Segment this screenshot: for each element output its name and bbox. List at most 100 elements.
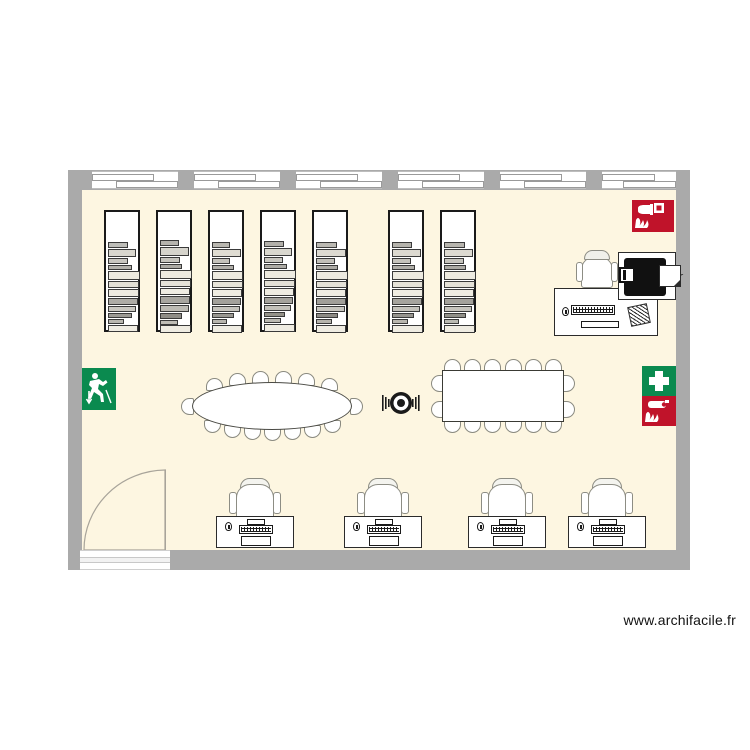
window-sash-outer (92, 174, 154, 181)
book-item (212, 325, 242, 333)
book-item (392, 319, 408, 324)
window-sash-inner (422, 181, 484, 188)
chair-seat (588, 484, 626, 520)
door-leaf (80, 557, 170, 563)
keyboard-keys (369, 527, 399, 532)
book-item (444, 258, 464, 264)
window-3 (296, 171, 382, 189)
printer-copier[interactable] (618, 252, 681, 300)
oval-conference-table[interactable] (192, 382, 352, 430)
workstation-mouse (577, 522, 584, 531)
workstation-monitor (499, 519, 517, 525)
book-item (212, 281, 243, 288)
bookshelf-2[interactable] (156, 210, 192, 333)
bookshelf-7[interactable] (440, 210, 476, 333)
workstation-keyboard (491, 525, 525, 534)
workstation-desk[interactable] (568, 516, 646, 548)
book-item (108, 265, 132, 270)
fire-extinguisher-icon (645, 400, 669, 422)
book-item (316, 319, 332, 324)
first-aid-sign (642, 366, 676, 396)
watermark-url: www.archifacile.fr (623, 612, 736, 628)
book-item (392, 281, 423, 288)
window-sash-inner (116, 181, 178, 188)
book-item (316, 306, 345, 312)
reception-monitor (581, 321, 619, 328)
book-item (212, 289, 242, 297)
book-item (264, 248, 292, 256)
workstation-cpu (593, 536, 623, 546)
window-sash-outer (398, 174, 460, 181)
reception-chair[interactable] (576, 248, 618, 290)
window-sash-outer (500, 174, 562, 181)
reception-mouse (562, 307, 569, 316)
workstation-desk[interactable] (216, 516, 294, 548)
book-item (392, 298, 422, 305)
fire-alarm-call-point-sign (632, 200, 674, 232)
chair-armrest-left (576, 262, 583, 282)
running-man-exit-icon (85, 373, 112, 405)
book-item (316, 289, 346, 297)
book-item (160, 296, 190, 304)
workstation-cpu (369, 536, 399, 546)
workstation-monitor (247, 519, 265, 525)
window-sash-inner (622, 181, 676, 188)
workstation-1[interactable] (216, 476, 294, 548)
book-item (316, 298, 346, 305)
book-item (392, 258, 411, 264)
book-item (264, 264, 287, 269)
bookshelf-1[interactable] (104, 210, 140, 332)
workstation-cpu (493, 536, 523, 546)
book-item (264, 324, 295, 332)
book-item (212, 313, 234, 318)
window-sash-inner (320, 181, 382, 188)
keyboard-keys (493, 527, 523, 532)
book-item (108, 298, 138, 305)
bookshelf-6[interactable] (388, 210, 424, 333)
bookshelf-4[interactable] (260, 210, 296, 332)
printer-paper-tray (619, 267, 635, 283)
workstation-4[interactable] (568, 476, 646, 548)
reception-keyboard (571, 305, 615, 315)
book-item (316, 281, 347, 288)
workstation-desk[interactable] (344, 516, 422, 548)
book-item (316, 258, 335, 264)
desk-paper-stack (627, 303, 651, 327)
workstation-3[interactable] (468, 476, 546, 548)
workstation-2[interactable] (344, 476, 422, 548)
book-item (108, 281, 139, 288)
chair-seat (236, 484, 274, 520)
book-item (264, 312, 285, 317)
book-item (108, 249, 136, 257)
rectangular-conference-table[interactable] (442, 370, 564, 422)
window-sash-inner (218, 181, 280, 188)
book-item (392, 271, 424, 280)
book-item (264, 288, 294, 296)
bookshelf-5[interactable] (312, 210, 348, 333)
wall-right (676, 170, 690, 570)
bookshelf-3[interactable] (208, 210, 244, 333)
book-item (264, 257, 283, 263)
book-item (444, 265, 466, 270)
book-item (108, 306, 136, 312)
wall-bottom (68, 550, 690, 570)
entrance-door[interactable] (80, 550, 170, 570)
book-item (212, 242, 230, 248)
book-item (160, 320, 178, 325)
book-item (264, 241, 284, 247)
window-5 (500, 171, 586, 189)
building-outline (68, 170, 690, 570)
book-item (316, 271, 348, 280)
workstation-monitor (375, 519, 393, 525)
book-item (212, 271, 243, 280)
keyboard-keys (593, 527, 623, 532)
workstation-mouse (477, 522, 484, 531)
book-item (264, 280, 295, 287)
door-swing-arc (82, 468, 166, 550)
book-item (392, 242, 412, 248)
chair-armrest-right (525, 492, 533, 514)
book-item (444, 242, 465, 248)
workstation-desk[interactable] (468, 516, 546, 548)
workstation-keyboard (367, 525, 401, 534)
